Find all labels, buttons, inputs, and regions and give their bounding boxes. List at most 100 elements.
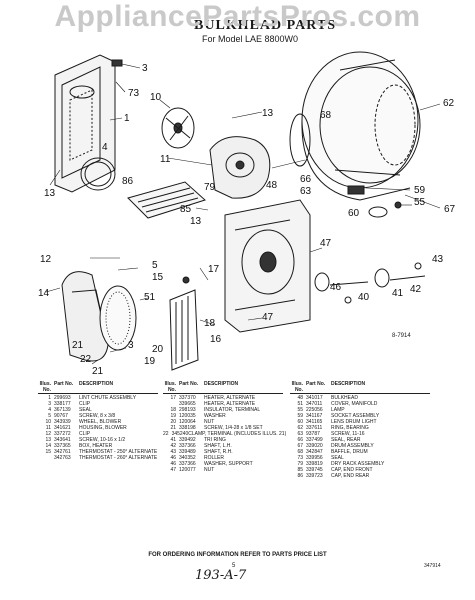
callout-label: 43	[432, 254, 444, 265]
callout-label: 22	[80, 354, 92, 365]
callout-label: 63	[300, 186, 312, 197]
callout-label: 19	[144, 356, 156, 367]
callout-label: 67	[444, 204, 456, 215]
seal-ring-drawing	[80, 157, 116, 191]
bulkhead-drawing	[224, 199, 311, 333]
callout-label: 3	[142, 63, 148, 74]
watermark: AppliancePartsPros.com	[54, 0, 421, 33]
callout-label: 1	[124, 113, 130, 124]
handwritten-note: 193-A-7	[195, 568, 247, 583]
page-title: BULKHEAD PARTS	[194, 18, 336, 33]
callout-label: 47	[262, 312, 274, 323]
callout-label: 13	[44, 188, 56, 199]
exploded-parts-diagram: 3 73 1 10 13 68 62 4 11 13 66 63 86 79 4…	[38, 51, 456, 377]
callout-label: 68	[320, 110, 332, 121]
drum-drawing	[289, 51, 421, 201]
callout-label: 73	[128, 88, 140, 99]
callout-label: 16	[210, 334, 222, 345]
lint-chute-drawing	[54, 54, 123, 193]
callout-label: 17	[208, 264, 220, 275]
callout-label: 47	[320, 238, 332, 249]
callout-label: 13	[190, 216, 202, 227]
rollers-drawing	[314, 262, 426, 304]
callout-label: 79	[204, 182, 216, 193]
ordering-info-footer: FOR ORDERING INFORMATION REFER TO PARTS …	[148, 552, 327, 558]
callout-label: 62	[443, 98, 455, 109]
callout-label: 21	[72, 340, 84, 351]
callout-label: 20	[152, 344, 164, 355]
callout-label: 55	[414, 197, 426, 208]
callout-label: 4	[102, 142, 108, 153]
callout-label: 3	[128, 340, 134, 351]
callout-label: 21	[92, 366, 104, 377]
callout-label: 18	[204, 318, 216, 329]
callout-label: 15	[152, 272, 164, 283]
callout-label: 12	[40, 254, 52, 265]
blower-housing-drawing	[209, 136, 271, 199]
callout-label: 40	[358, 292, 370, 303]
callout-label: 42	[410, 284, 422, 295]
page-number: 5	[232, 563, 236, 569]
callout-label: 86	[122, 176, 134, 187]
dry-rack-drawing	[127, 181, 206, 219]
manifold-cover-drawing	[99, 285, 137, 351]
callout-label: 41	[392, 288, 404, 299]
parts-list-header: Illus. No. Part No. DESCRIPTION	[38, 381, 158, 394]
callout-label: 13	[262, 108, 274, 119]
callout-label: 60	[348, 208, 360, 219]
callout-label: 66	[300, 174, 312, 185]
lamp-socket-drawing	[347, 185, 402, 218]
callout-label: 14	[38, 288, 50, 299]
callout-label: 51	[144, 292, 156, 303]
document-number: 347914	[424, 563, 441, 569]
parts-list-header: Illus. No. Part No. DESCRIPTION	[163, 381, 283, 394]
figure-reference: 8-7914	[392, 333, 411, 339]
blower-wheel-drawing	[161, 107, 195, 149]
callout-label: 46	[330, 282, 342, 293]
callout-label: 10	[150, 92, 162, 103]
parts-list-header: Illus. No. Part No. DESCRIPTION	[290, 381, 430, 394]
model-subtitle: For Model LAE 8800W0	[201, 34, 299, 44]
callout-label: 11	[160, 154, 171, 165]
callout-label: 85	[180, 204, 192, 215]
